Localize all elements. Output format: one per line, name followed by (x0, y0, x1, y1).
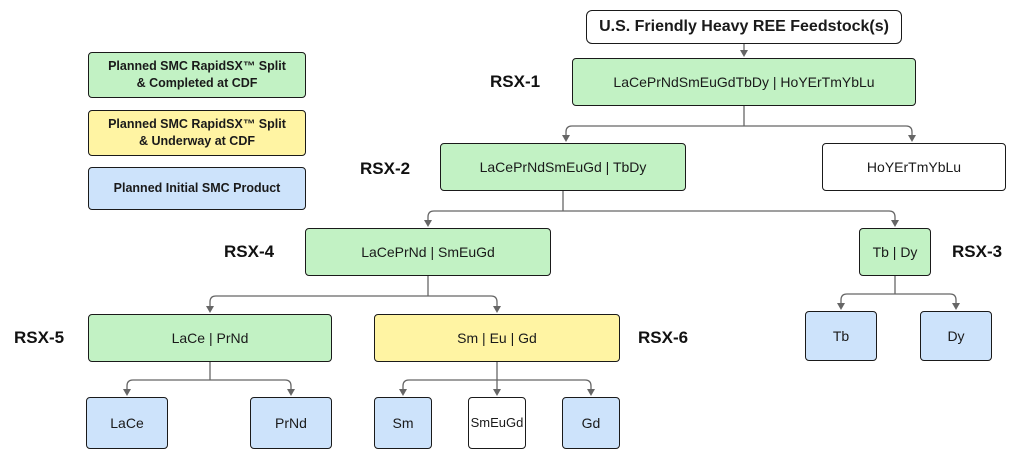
connector-rsx5-corner-1 (284, 379, 292, 387)
connector-rsx1-corner-0 (565, 125, 573, 133)
connector-rsx2-arrowhead-1 (891, 220, 899, 227)
connector-rsx5-arrowhead-1 (287, 389, 295, 396)
connector-rsx6-arrowhead-0 (399, 389, 407, 396)
connector-rsx3-corner-0 (840, 293, 848, 301)
connector-rsx6-corner-0 (402, 379, 410, 387)
node-tb: Tb (805, 311, 877, 361)
connector-rsx2-arrowhead-0 (424, 220, 432, 227)
connector-rsx2-corner-1 (888, 210, 896, 218)
node-rsx6-split: Sm | Eu | Gd (374, 314, 620, 362)
connector-rsx3-arrowhead-1 (952, 303, 960, 310)
connector-rsx3-arrowhead-0 (837, 303, 845, 310)
node-prnd: PrNd (250, 397, 332, 449)
node-gd: Gd (562, 397, 620, 449)
root-feedstock: U.S. Friendly Heavy REE Feedstock(s) (586, 10, 902, 44)
legend-completed: Planned SMC RapidSX™ Split & Completed a… (88, 52, 306, 98)
connector-rsx4-corner-0 (209, 295, 217, 303)
node-rsx4-split: LaCePrNd | SmEuGd (305, 228, 551, 276)
connector-rsx3-corner-1 (949, 293, 957, 301)
connector-rsx2-corner-0 (427, 210, 435, 218)
node-sm: Sm (374, 397, 432, 449)
node-rsx2-split: LaCePrNdSmEuGd | TbDy (440, 143, 686, 191)
connector-rsx1-arrowhead-1 (908, 135, 916, 142)
legend-product: Planned Initial SMC Product (88, 167, 306, 210)
node-rsx1-split: LaCePrNdSmEuGdTbDy | HoYErTmYbLu (572, 58, 916, 106)
connector-rsx1-corner-1 (905, 125, 913, 133)
node-smeugd: SmEuGd (468, 397, 526, 449)
connector-rsx4-arrowhead-1 (493, 306, 501, 313)
stage-label-rsx5: RSX-5 (14, 328, 65, 347)
stage-label-rsx3: RSX-3 (952, 242, 1003, 261)
node-dy: Dy (920, 311, 992, 361)
connector-root-arrowhead (740, 50, 748, 57)
stage-label-rsx4: RSX-4 (224, 242, 275, 261)
connector-rsx5-arrowhead-0 (123, 389, 131, 396)
connector-rsx6-arrowhead-2 (587, 389, 595, 396)
connector-rsx6-arrowhead-1 (493, 389, 501, 396)
stage-label-rsx6: RSX-6 (638, 328, 689, 347)
connector-rsx5-corner-0 (126, 379, 134, 387)
node-rsx3-split: Tb | Dy (859, 228, 931, 276)
legend-underway: Planned SMC RapidSX™ Split & Underway at… (88, 110, 306, 156)
node-rsx5-split: LaCe | PrNd (88, 314, 332, 362)
stage-label-rsx2: RSX-2 (360, 159, 411, 178)
connector-rsx6-corner-2 (584, 379, 592, 387)
node-lace: LaCe (86, 397, 168, 449)
stage-label-rsx1: RSX-1 (490, 72, 541, 91)
node-hoyertmyblu: HoYErTmYbLu (822, 143, 1006, 191)
connector-rsx4-arrowhead-0 (206, 306, 214, 313)
connector-rsx1-arrowhead-0 (562, 135, 570, 142)
connector-rsx4-corner-1 (490, 295, 498, 303)
